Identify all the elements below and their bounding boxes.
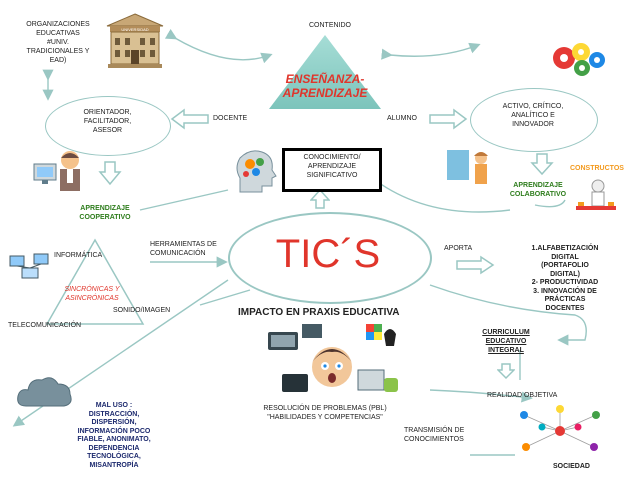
label-docente: DOCENTE bbox=[213, 115, 248, 122]
conocimiento-box bbox=[282, 148, 382, 192]
student-presenter-icon bbox=[447, 150, 488, 184]
label-contenido: CONTENIDO bbox=[309, 22, 351, 29]
orientador-ellipse bbox=[45, 96, 171, 156]
construction-worker-icon bbox=[576, 179, 616, 210]
tics-ellipse bbox=[228, 212, 432, 304]
label-sonido-imagen: SONIDO/IMAGEN bbox=[113, 307, 171, 314]
arrow-down-activo bbox=[530, 153, 554, 176]
informatica-triangle bbox=[45, 238, 145, 325]
resolucion-text: RESOLUCIÓN DE PROBLEMAS (PBL)"HABILIDADE… bbox=[263, 405, 387, 421]
label-alumno: ALUMNO bbox=[387, 115, 417, 122]
orientador-text: ORIENTADOR,FACILITADOR,ASESOR bbox=[83, 109, 132, 134]
arrow-up-conocimiento bbox=[310, 188, 330, 209]
head-gears-icon bbox=[236, 150, 277, 193]
gears-icon bbox=[553, 43, 605, 76]
arrow-right-alumno bbox=[429, 108, 468, 130]
arrow-down-orientador bbox=[98, 161, 122, 186]
cloud-icon bbox=[17, 377, 72, 407]
label-telecomunicacion: TELECOMUNICACIÓN bbox=[8, 322, 82, 329]
label-realidad-objetiva: REALIDAD OBJETIVA bbox=[487, 392, 558, 399]
ensenanza-line1: ENSEÑANZA- bbox=[285, 72, 365, 86]
technology-collage-icon bbox=[268, 324, 398, 392]
arrow-left-docente bbox=[170, 108, 209, 130]
activo-ellipse bbox=[470, 88, 598, 152]
mal-uso-text: MAL USO :DISTRACCIÓN,DISPERSIÓN,INFORMAC… bbox=[77, 402, 151, 469]
arrow-down-curriculum bbox=[497, 363, 515, 380]
building-sign: UNIVERSIDAD bbox=[121, 27, 148, 32]
university-building-icon: UNIVERSIDAD bbox=[106, 13, 164, 68]
label-constructos: CONSTRUCTOS bbox=[570, 165, 624, 172]
society-network-icon bbox=[520, 405, 600, 451]
arrow-right-aporta bbox=[456, 255, 495, 275]
ensenanza-line2: APRENDIZAJE bbox=[282, 86, 368, 100]
ensenanza-triangle bbox=[269, 35, 381, 109]
label-aporta: APORTA bbox=[444, 245, 473, 252]
label-informatica: INFORMÁTICA bbox=[54, 252, 103, 259]
network-devices-icon bbox=[9, 253, 49, 279]
label-sociedad: SOCIEDAD bbox=[553, 463, 590, 470]
tics-title: TIC´S bbox=[275, 232, 381, 276]
impacto-title: IMPACTO EN PRAXIS EDUCATIVA bbox=[238, 307, 400, 318]
teacher-computer-icon bbox=[33, 151, 80, 191]
